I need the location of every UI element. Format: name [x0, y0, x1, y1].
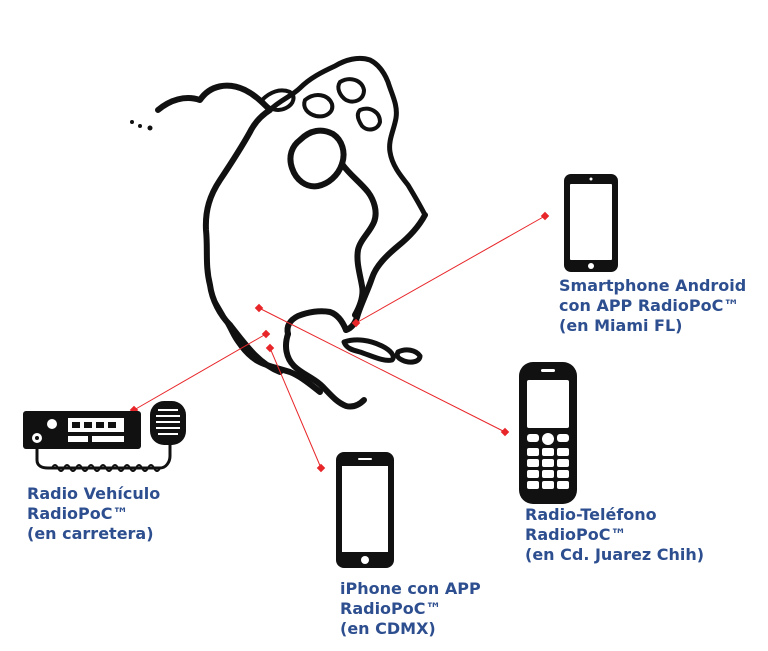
feature-phone-icon: [519, 362, 577, 504]
label-phone-line-3: (en Cd. Juarez Chih): [525, 545, 705, 564]
dot-android-map: [351, 318, 361, 328]
dot-iphone-map: [265, 343, 275, 353]
map-small-island-3: [147, 125, 153, 131]
map-arctic-island-2: [302, 93, 335, 119]
dot-android-device: [540, 211, 550, 221]
label-iphone-line-1: iPhone con APP: [340, 579, 481, 598]
map-arctic-island-1: [260, 88, 296, 112]
iphone-icon: [336, 452, 394, 568]
label-android-line-3: (en Miami FL): [559, 316, 683, 335]
label-phone-line-2: RadioPoC™: [525, 525, 627, 544]
label-radio: Radio Vehículo RadioPoC™ (en carretera): [27, 484, 160, 544]
map-hispaniola: [394, 347, 423, 365]
north-america-map-icon: [130, 55, 428, 410]
label-iphone: iPhone con APP RadioPoC™ (en CDMX): [340, 579, 481, 639]
label-radio-line-1: Radio Vehículo: [27, 484, 161, 503]
map-canada-east: [339, 161, 379, 318]
dot-iphone-device: [316, 463, 326, 473]
link-radio: [133, 333, 267, 411]
map-arctic-island-4: [355, 106, 382, 132]
map-small-island-2: [138, 124, 142, 128]
map-canada-north: [267, 55, 428, 218]
car-radio-icon: [23, 401, 186, 472]
map-hudson-bay: [287, 127, 347, 190]
link-android: [355, 215, 546, 324]
link-iphone: [269, 347, 322, 469]
label-android-line-1: Smartphone Android: [559, 276, 747, 295]
map-baja: [211, 297, 249, 353]
map-cuba: [341, 337, 396, 363]
label-iphone-line-2: RadioPoC™: [340, 599, 442, 618]
label-iphone-line-3: (en CDMX): [340, 619, 436, 638]
label-android: Smartphone Android con APP RadioPoC™ (en…: [559, 276, 746, 336]
map-mexico: [283, 331, 367, 410]
map-small-island: [130, 120, 134, 124]
map-west-coast: [155, 82, 283, 375]
tablet-icon: [564, 174, 618, 272]
dot-phone-device: [500, 427, 510, 437]
label-phone-line-1: Radio-Teléfono: [525, 505, 657, 524]
mic-cable: [35, 440, 172, 470]
label-android-line-2: con APP RadioPoC™: [559, 296, 740, 315]
label-radio-line-2: RadioPoC™: [27, 504, 129, 523]
label-radio-line-3: (en carretera): [27, 524, 154, 543]
dot-phone-map: [254, 303, 264, 313]
link-phone: [258, 307, 506, 433]
connection-dots: [129, 211, 550, 473]
map-arctic-island-3: [336, 77, 366, 104]
connection-lines: [133, 215, 546, 469]
dot-radio-map: [261, 329, 271, 339]
label-phone: Radio-Teléfono RadioPoC™ (en Cd. Juarez …: [525, 505, 704, 565]
map-florida: [284, 308, 349, 337]
